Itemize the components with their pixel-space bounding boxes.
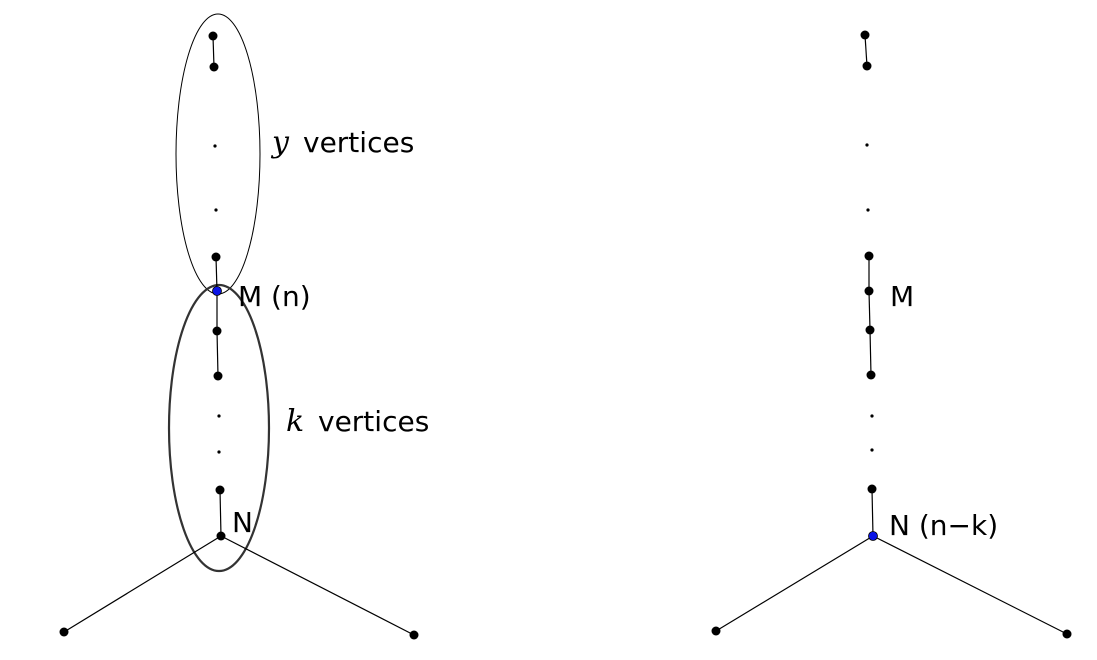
vertex-n [216, 531, 226, 541]
edge [216, 330, 219, 377]
vertex-n-highlighted [868, 531, 878, 541]
vertex [212, 326, 222, 336]
vertex [862, 61, 872, 71]
vertex [867, 484, 877, 494]
edge [219, 489, 222, 537]
vertex [211, 252, 221, 262]
vertex-m-highlighted [212, 286, 222, 296]
edge [868, 290, 871, 331]
vertex-m-label: M [890, 280, 914, 313]
edge [871, 488, 874, 537]
vertex [866, 370, 876, 380]
vertex [864, 251, 874, 261]
ellipsis-dot [870, 414, 874, 418]
edge [212, 35, 215, 68]
leaf-vertex [1062, 629, 1072, 639]
y-vertices-label: vertices [303, 126, 414, 159]
edge [215, 256, 218, 292]
ellipsis-dot [870, 448, 874, 452]
ellipsis-dot [217, 450, 221, 454]
vertex [208, 31, 218, 41]
vertex [865, 325, 875, 335]
leaf-vertex [59, 627, 69, 637]
ellipsis-dot [866, 208, 870, 212]
vertex-n-label: N (n−k) [889, 509, 998, 542]
ellipsis-dot [217, 414, 221, 418]
y-vertices-ellipse [175, 13, 261, 295]
edge [220, 535, 415, 636]
k-vertices-label: vertices [318, 405, 429, 438]
vertex [213, 371, 223, 381]
ellipsis-dot [865, 143, 869, 147]
leaf-vertex [409, 630, 419, 640]
k-variable-label: k [286, 404, 304, 439]
edge [715, 535, 874, 632]
vertex-m-label: M (n) [238, 280, 311, 313]
leaf-vertex [711, 626, 721, 636]
left-graph: y vertices M (n) k vertices N [59, 13, 429, 640]
ellipsis-dot [214, 208, 218, 212]
right-graph: M N (n−k) [711, 30, 1072, 639]
vertex [860, 30, 870, 40]
edge [872, 535, 1068, 635]
vertex-m [864, 286, 874, 296]
ellipsis-dot [213, 144, 217, 148]
y-variable-label: y [270, 125, 290, 160]
vertex-n-label: N [232, 506, 253, 539]
vertex [209, 62, 219, 72]
edge [864, 34, 868, 67]
edge [63, 535, 222, 633]
edge [869, 329, 872, 376]
vertex [215, 485, 225, 495]
k-vertices-ellipse [167, 283, 271, 573]
